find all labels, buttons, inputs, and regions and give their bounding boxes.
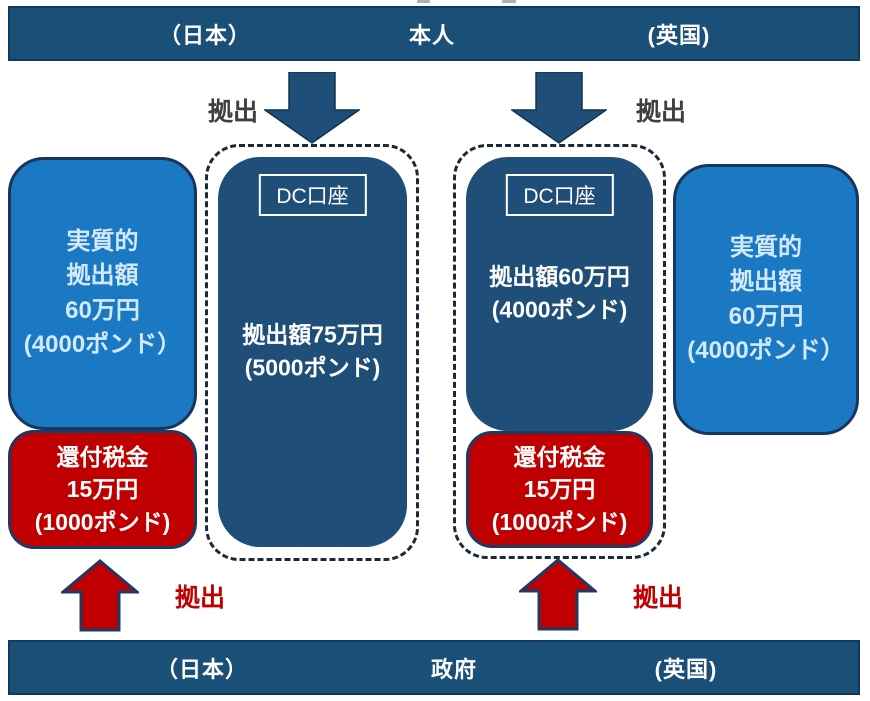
person-bar-japan-label: （日本） [158, 22, 252, 48]
uk-dc-account-label: DC口座 [505, 174, 614, 216]
cropped-text-remnant [502, 0, 516, 3]
person-bar-uk-label: (英国) [647, 22, 711, 48]
box-text-line: (4000ポンド) [491, 297, 628, 323]
box-text-line: 拠出額60万円 [489, 263, 630, 290]
box-text-line: (1000ポンド) [34, 508, 171, 535]
contribution-label-top-right: 拠出 [635, 98, 687, 126]
japan-dc-account-label: DC口座 [258, 174, 367, 216]
uk-effective-contribution-box: 実質的 拠出額 60万円 (4000ポンド） [673, 164, 859, 435]
japan-dc-dashed-container [205, 144, 419, 561]
box-text-line: 実質的 [66, 228, 139, 256]
contribution-label-bottom-left: 拠出 [174, 584, 226, 612]
person-bar-title: 本人 [408, 22, 456, 48]
box-text-line: (4000ポンド） [687, 336, 845, 364]
contribution-label-top-left: 拠出 [207, 98, 259, 126]
contribution-label-bottom-right: 拠出 [632, 584, 684, 612]
down-arrow-icon [264, 72, 360, 144]
japan-effective-contribution-box: 実質的 拠出額 60万円 (4000ポンド） [8, 157, 197, 430]
box-text-line: 15万円 [66, 476, 139, 503]
uk-dc-dashed-container [453, 144, 666, 559]
government-bar: （日本） 政府 (英国) [8, 640, 860, 695]
box-text-line: 拠出額 [729, 268, 802, 296]
cropped-text-remnant [417, 0, 430, 3]
box-text-line: 拠出額75万円 [242, 321, 383, 348]
box-text-line: 60万円 [65, 296, 140, 324]
uk-tax-refund-box: 還付税金 15万円 (1000ポンド) [466, 431, 653, 548]
box-text-line: 還付税金 [513, 444, 606, 471]
japan-tax-refund-box: 還付税金 15万円 (1000ポンド) [8, 430, 197, 549]
japan-dc-account-box: DC口座 拠出額75万円 (5000ポンド) [218, 157, 407, 547]
up-arrow-icon [519, 558, 597, 631]
box-text-line: 還付税金 [56, 444, 149, 471]
government-bar-japan-label: （日本） [155, 656, 249, 682]
box-text-line: (5000ポンド) [244, 355, 381, 381]
person-bar: （日本） 本人 (英国) [8, 6, 860, 61]
government-bar-uk-label: (英国) [654, 656, 718, 682]
box-text-line: 60万円 [728, 302, 804, 330]
down-arrow-icon [511, 72, 607, 144]
box-text-line: 15万円 [523, 476, 596, 503]
box-text-line: 拠出額 [66, 262, 139, 290]
box-text-line: (4000ポンド） [23, 330, 182, 358]
box-text-line: 実質的 [729, 234, 802, 262]
government-bar-title: 政府 [430, 656, 478, 682]
box-text-line: (1000ポンド) [491, 508, 628, 535]
up-arrow-icon [61, 559, 139, 632]
uk-dc-account-box: DC口座 拠出額60万円 (4000ポンド) [466, 157, 653, 431]
